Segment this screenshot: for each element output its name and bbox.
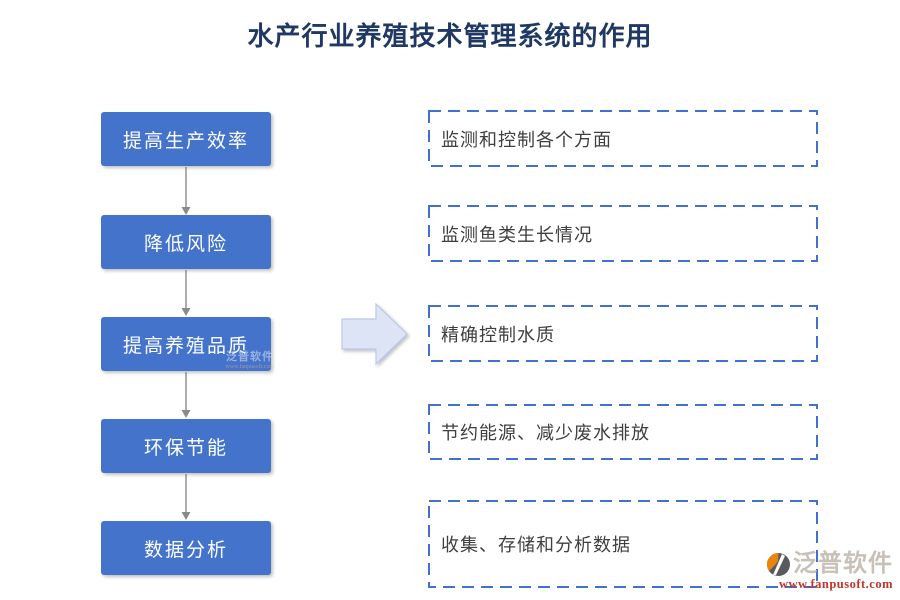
flow-step-box-4: 环保节能 — [101, 419, 271, 473]
description-box-4: 节约能源、减少废水排放 — [428, 404, 818, 460]
brand-watermark-url: www.fanpusoft.com — [778, 576, 893, 591]
flow-step-label: 降低风险 — [143, 233, 228, 255]
dashed-border — [428, 404, 818, 460]
fanpu-logo-icon — [766, 552, 790, 576]
description-box-2: 监测鱼类生长情况 — [428, 205, 818, 262]
description-box-3: 精确控制水质 — [428, 305, 818, 362]
down-arrow-icon — [181, 167, 191, 215]
dashed-border — [428, 110, 818, 167]
down-arrow-icon — [181, 474, 191, 520]
description-text: 监测鱼类生长情况 — [441, 224, 593, 245]
description-box-1: 监测和控制各个方面 — [428, 110, 818, 167]
down-arrow-icon — [181, 372, 191, 418]
dashed-border — [428, 205, 818, 262]
flow-step-box-3: 提高养殖品质 — [101, 317, 271, 371]
description-box-5: 收集、存储和分析数据 — [428, 500, 818, 588]
description-text: 收集、存储和分析数据 — [441, 535, 631, 555]
flow-step-label: 环保节能 — [143, 437, 228, 459]
flow-step-label: 数据分析 — [143, 539, 228, 561]
flow-step-box-1: 提高生产效率 — [101, 112, 271, 166]
flow-step-box-5: 数据分析 — [101, 521, 271, 575]
flow-step-box-2: 降低风险 — [101, 215, 271, 269]
description-text: 节约能源、减少废水排放 — [441, 423, 650, 443]
dashed-border — [428, 305, 818, 362]
description-text: 精确控制水质 — [441, 324, 555, 345]
flow-step-label: 提高养殖品质 — [122, 335, 249, 357]
brand-watermark: 泛普软件 www.fanpusoft.com — [743, 552, 893, 591]
dashed-border — [428, 500, 818, 588]
flow-step-label: 提高生产效率 — [122, 130, 249, 152]
page-title: 水产行业养殖技术管理系统的作用 — [247, 22, 653, 51]
right-arrow-icon — [341, 302, 408, 366]
down-arrow-icon — [181, 270, 191, 316]
description-text: 监测和控制各个方面 — [441, 129, 612, 150]
brand-watermark-name: 泛普软件 — [793, 551, 893, 577]
